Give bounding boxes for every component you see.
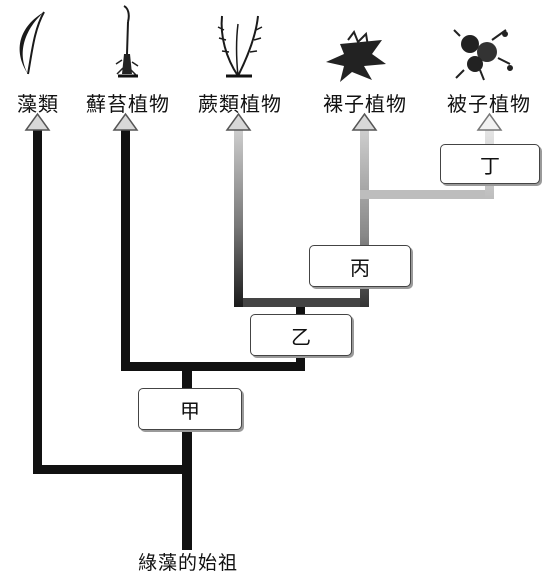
branch-root	[182, 468, 192, 550]
angiosperm-flower-icon	[453, 29, 513, 81]
arrow-algae	[24, 112, 51, 131]
label-gymnosperm: 裸子植物	[323, 92, 407, 116]
branch-gymno-v	[360, 128, 369, 307]
branch-algae-h	[33, 465, 192, 474]
root-label: 綠藻的始祖	[137, 552, 239, 574]
trait-box-bing: 丙	[309, 245, 411, 287]
fern-plant-icon	[217, 15, 263, 78]
arrow-gymno	[351, 112, 378, 131]
branch-fern-v	[234, 128, 243, 307]
arrow-moss	[112, 112, 139, 131]
branch-moss-v	[121, 128, 130, 371]
label-moss: 蘚苔植物	[86, 92, 170, 116]
moss-plant-icon	[115, 5, 139, 78]
label-angiosperm: 被子植物	[447, 92, 531, 116]
trait-box-jia: 甲	[138, 388, 242, 430]
trait-box-ding: 丁	[440, 144, 540, 184]
trait-box-yi: 乙	[250, 314, 352, 356]
branch-angio-h	[360, 190, 494, 199]
branch-fern-h	[234, 298, 369, 307]
algae-crescent-icon	[19, 11, 45, 75]
branch-algae-v	[33, 128, 42, 474]
label-fern: 蕨類植物	[198, 92, 282, 116]
gymnosperm-pine-icon	[326, 29, 386, 82]
arrow-angio	[476, 112, 503, 131]
arrowheads	[24, 112, 503, 131]
arrow-fern	[225, 112, 252, 131]
label-algae: 藻類	[17, 92, 59, 116]
branch-moss-h	[121, 362, 305, 371]
